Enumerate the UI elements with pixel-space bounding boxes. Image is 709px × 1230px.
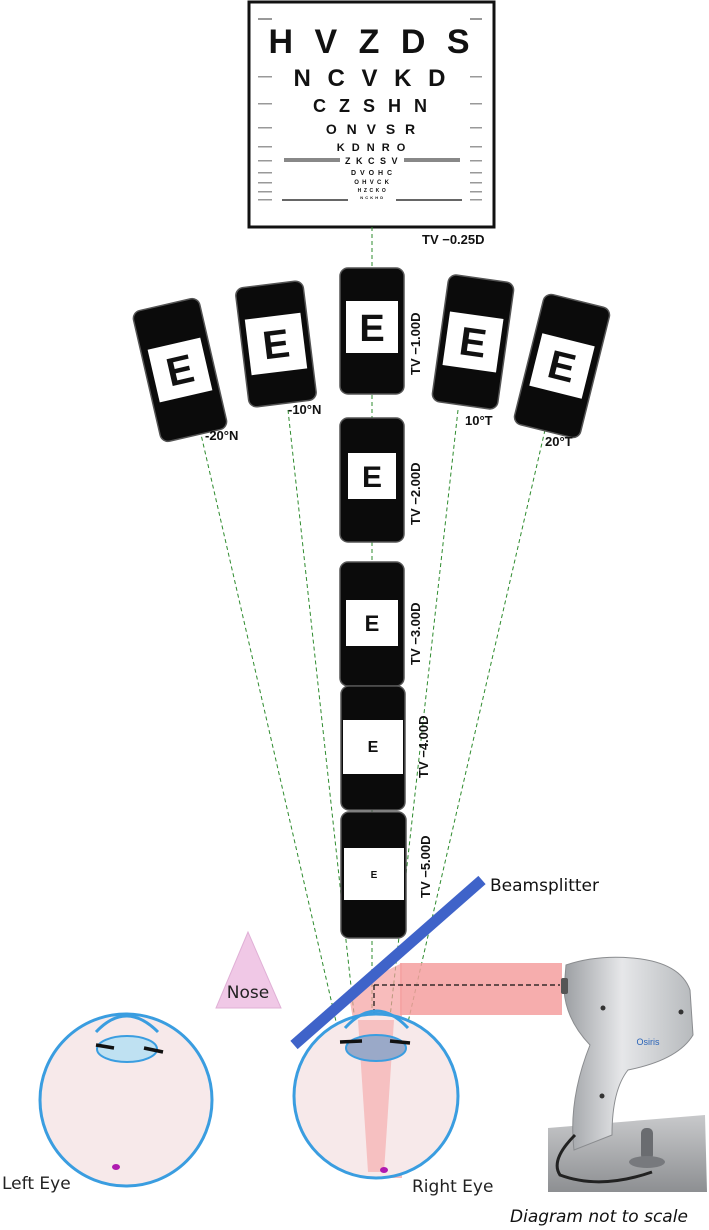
right-iris-upper	[339, 1039, 363, 1044]
chart-row-7: D V O H C	[351, 170, 393, 177]
nose-shape	[215, 930, 282, 1009]
device-cable	[555, 1133, 653, 1184]
beamsplitter-label: Beamsplitter	[490, 876, 599, 896]
optotype-e: E	[359, 308, 384, 350]
chart-row-1: H V Z D S	[268, 23, 475, 61]
optotype-e: E	[457, 319, 490, 366]
device-screw	[599, 1093, 605, 1099]
left-fovea	[112, 1164, 120, 1170]
chart-row-2: N C V K D	[293, 65, 450, 92]
left-iris-lower	[143, 1046, 164, 1054]
right-fovea	[380, 1167, 388, 1173]
left-eyeball	[38, 1012, 214, 1188]
phone-screen-target	[147, 337, 213, 403]
device-joystick-base	[629, 1156, 665, 1168]
device-screw	[600, 1005, 606, 1011]
device-brand-label: Osiris	[637, 1037, 660, 1047]
tv-label-2: TV −2.00D	[408, 462, 423, 525]
chart-frame	[247, 0, 496, 229]
phone-screen-target	[442, 311, 504, 373]
phone-plus10: E	[431, 274, 515, 410]
osiris-device-icon: Osiris	[548, 956, 707, 1192]
chart-row-8: O H V C K	[354, 180, 390, 186]
angle-label-minus20: -20°N	[205, 428, 238, 443]
beamsplitter	[290, 875, 486, 1050]
device-joystick	[641, 1128, 653, 1160]
optotype-e: E	[260, 322, 292, 369]
tv-label-5: TV −5.00D	[418, 835, 433, 898]
phone-screen-target	[344, 848, 404, 900]
optotype-e: E	[365, 611, 380, 636]
angle-label-plus20: 20°T	[545, 434, 573, 449]
nose-label: Nose	[227, 983, 269, 1003]
left-cornea	[94, 1014, 160, 1034]
phone-plus20: E	[513, 293, 611, 439]
chart-row-5: K D N R O	[337, 142, 408, 154]
phone-center-3: E	[339, 561, 405, 687]
chart-margin-marks	[258, 18, 482, 201]
chart-row-9: H Z C K O	[358, 188, 387, 194]
left-eye-label: Left Eye	[2, 1174, 71, 1194]
phone-screen-target	[346, 600, 398, 646]
tv-label-3: TV −3.00D	[408, 602, 423, 665]
phone-minus20: E	[132, 297, 228, 443]
phone-screen-target	[343, 720, 403, 774]
left-iris-upper	[95, 1043, 115, 1050]
chart-tv-label: TV −0.25D	[422, 232, 485, 247]
optotype-e: E	[362, 461, 382, 494]
sight-line-minus10	[287, 409, 373, 1179]
right-eye-label: Right Eye	[412, 1177, 493, 1197]
chart-reference-bar-right	[404, 158, 460, 162]
chart-row-6: Z K C S V	[345, 156, 399, 166]
angle-label-minus10: -10°N	[288, 402, 321, 417]
measurement-beam-horizontal	[400, 963, 562, 1015]
right-iris-lower	[389, 1039, 411, 1045]
left-eye	[38, 1012, 214, 1188]
phone-screen-target	[244, 312, 308, 376]
angle-label-plus10: 10°T	[465, 413, 493, 428]
device-aperture	[561, 978, 568, 994]
optotype-e: E	[371, 870, 378, 881]
right-cornea	[343, 1009, 410, 1030]
eye-chart: H V Z D S N C V K D C Z S H N O N V S R …	[247, 0, 496, 229]
phone-center-2: E	[339, 417, 405, 543]
phone-center-5: E	[340, 811, 407, 939]
phone-minus10: E	[235, 280, 317, 408]
right-lens	[345, 1034, 407, 1062]
phone-center-4: E	[340, 685, 406, 811]
chart-row-10: N C K H D	[360, 195, 383, 200]
phone-screen-target	[346, 301, 398, 353]
chart-row-3: C Z S H N	[313, 96, 431, 116]
not-to-scale-note: Diagram not to scale	[510, 1207, 688, 1227]
phone-screen-target	[348, 453, 396, 499]
chart-row-4: O N V S R	[326, 121, 418, 137]
right-eye	[292, 1009, 460, 1180]
tv-label-4: TV −4.00D	[416, 715, 431, 778]
phone-screen-target	[529, 333, 595, 399]
device-screw	[678, 1009, 684, 1015]
device-body	[563, 956, 694, 1151]
tv-label-1: TV −1.00D	[408, 312, 423, 375]
optotype-e: E	[368, 739, 379, 756]
device-base	[548, 1115, 707, 1192]
chart-reference-bar-left	[284, 158, 340, 162]
phone-center-1: E	[339, 267, 405, 395]
